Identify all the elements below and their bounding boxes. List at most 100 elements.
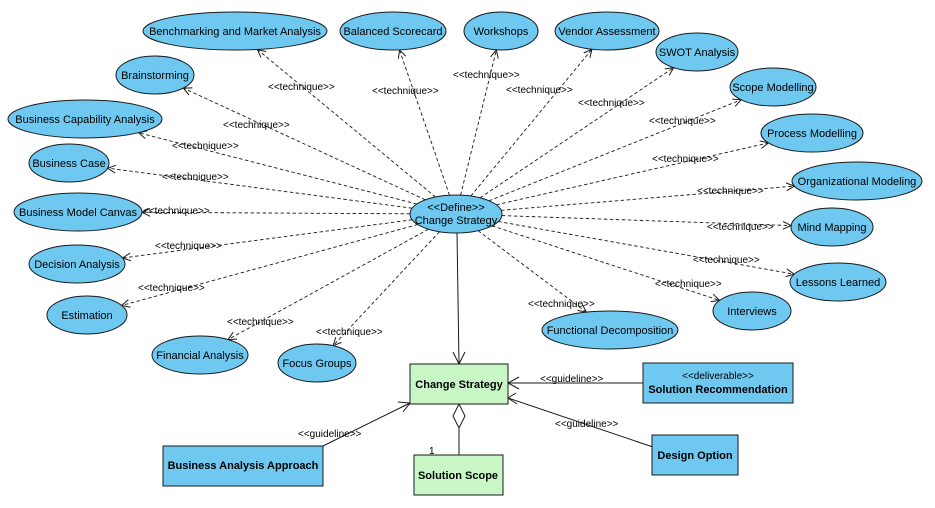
benchmarking-ellipse [142, 11, 328, 51]
technique-decision-analysis[interactable]: Decision Analysis [28, 244, 126, 284]
design-option-to-change-strategy-edge [507, 397, 654, 448]
process-modelling-technique-edge [496, 142, 769, 206]
decision-analysis-label: Decision Analysis [34, 259, 120, 271]
technique-benchmarking[interactable]: Benchmarking and Market Analysis [142, 11, 328, 51]
technique-brainstorming[interactable]: Brainstorming [115, 55, 195, 95]
technique-functional-decomposition[interactable]: Functional Decomposition [541, 310, 679, 350]
define-name: Change Strategy [415, 215, 498, 227]
solution-recommendation-box[interactable]: <<deliverable>> Solution Recommendation [642, 362, 794, 404]
change-strategy-box[interactable]: Change Strategy [409, 363, 509, 405]
financial-analysis-technique-edge [227, 228, 429, 340]
business-case-ellipse [28, 143, 110, 183]
technique-swot-analysis[interactable]: SWOT Analysis [655, 32, 739, 72]
estimation-label: Estimation [61, 310, 112, 322]
technique-financial-analysis[interactable]: Financial Analysis [151, 335, 249, 375]
balanced-scorecard-label: Balanced Scorecard [343, 26, 442, 38]
interviews-technique-edge [491, 225, 720, 301]
technique-lessons-learned[interactable]: Lessons Learned [789, 262, 887, 302]
focus-groups-label: Focus Groups [282, 358, 352, 370]
define-change-strategy-usecase[interactable]: <<Define>> Change Strategy [409, 194, 503, 234]
workshops-edge-label: <<technique>> [453, 70, 520, 81]
vendor-assessment-label: Vendor Assessment [558, 26, 655, 38]
technique-business-case[interactable]: Business Case [28, 143, 110, 183]
technique-focus-groups[interactable]: Focus Groups [277, 343, 357, 383]
business-case-technique-edge [107, 167, 413, 209]
mind-mapping-ellipse [790, 207, 874, 247]
business-case-label: Business Case [32, 158, 105, 170]
business-model-canvas-ellipse [13, 192, 143, 232]
business-capability-analysis-ellipse [7, 99, 163, 139]
swot-analysis-ellipse [655, 32, 739, 72]
interviews-label: Interviews [727, 306, 777, 318]
technique-workshops[interactable]: Workshops [463, 11, 539, 51]
scope-modelling-technique-edge [488, 99, 742, 202]
solution-scope-box[interactable]: Solution Scope [413, 454, 504, 496]
vendor-assessment-ellipse [554, 11, 660, 51]
business-model-canvas-edge-label: <<technique>> [143, 206, 210, 217]
technique-organizational-modeling[interactable]: Organizational Modeling [791, 161, 923, 201]
focus-groups-ellipse [277, 343, 357, 383]
business-analysis-approach-rect [162, 445, 324, 487]
decision-analysis-edge-label: <<technique>> [155, 241, 222, 252]
design-option-label: Design Option [657, 450, 732, 462]
estimation-technique-edge [121, 224, 418, 306]
organizational-modeling-ellipse [791, 161, 923, 201]
estimation-ellipse [46, 295, 128, 335]
design-option-rect [651, 434, 739, 476]
solution-recommendation-label: Solution Recommendation [648, 384, 788, 396]
technique-interviews[interactable]: Interviews [712, 291, 792, 331]
aggregation-diamond [452, 402, 466, 430]
functional-decomposition-technique-edge [477, 230, 587, 313]
technique-scope-modelling[interactable]: Scope Modelling [729, 67, 817, 107]
change-strategy-label: Change Strategy [415, 379, 503, 391]
business-analysis-approach-box[interactable]: Business Analysis Approach [162, 445, 324, 487]
design-option-box[interactable]: Design Option [651, 434, 739, 476]
technique-estimation[interactable]: Estimation [46, 295, 128, 335]
design-option-arrowhead [507, 392, 518, 405]
define-change-strategy-ellipse [409, 194, 503, 234]
technique-mind-mapping[interactable]: Mind Mapping [790, 207, 874, 247]
business-analysis-approach-label: Business Analysis Approach [168, 460, 319, 472]
organizational-modeling-edge-label: <<technique>> [697, 186, 764, 197]
financial-analysis-edge-label: <<technique>> [227, 317, 294, 328]
technique-vendor-assessment[interactable]: Vendor Assessment [554, 11, 660, 51]
business-capability-analysis-edge-label: <<technique>> [172, 141, 239, 152]
business-model-canvas-technique-edge [141, 211, 411, 215]
brainstorming-edge-label: <<technique>> [223, 120, 290, 131]
change-strategy-rect [409, 363, 509, 405]
solution-scope-multiplicity: 1 [429, 446, 435, 457]
artifact-edges [322, 232, 654, 455]
business-model-canvas-label: Business Model Canvas [19, 207, 138, 219]
functional-decomposition-ellipse [541, 310, 679, 350]
process-modelling-edge-label: <<technique>> [652, 154, 719, 165]
scope-modelling-arrowhead [732, 98, 743, 107]
solution-scope-label: Solution Scope [418, 470, 498, 482]
technique-business-capability-analysis[interactable]: Business Capability Analysis [7, 99, 163, 139]
process-modelling-label: Process Modelling [767, 128, 857, 140]
technique-balanced-scorecard[interactable]: Balanced Scorecard [339, 11, 447, 51]
interviews-ellipse [712, 291, 792, 331]
technique-ellipses: Benchmarking and Market Analysis Balanced… [7, 11, 923, 383]
financial-analysis-ellipse [151, 335, 249, 375]
solution-recommendation-stereotype: <<deliverable>> [682, 371, 754, 382]
workshops-ellipse [463, 11, 539, 51]
mind-mapping-edge-label: <<technique>> [707, 222, 774, 233]
solution-recommendation-rect [642, 362, 794, 404]
swot-analysis-edge-label: <<technique>> [578, 98, 645, 109]
brainstorming-label: Brainstorming [121, 70, 189, 82]
technique-process-modelling[interactable]: Process Modelling [760, 113, 864, 153]
interviews-edge-label: <<technique>> [655, 279, 722, 290]
balanced-scorecard-technique-edge [399, 49, 450, 196]
vendor-assessment-technique-edge [470, 48, 593, 197]
focus-groups-edge-label: <<technique>> [316, 327, 383, 338]
workshops-label: Workshops [474, 26, 529, 38]
define-stereotype: <<Define>> [427, 202, 485, 214]
workshops-arrowhead [490, 48, 499, 59]
business-capability-analysis-label: Business Capability Analysis [15, 114, 155, 126]
organizational-modeling-label: Organizational Modeling [798, 176, 917, 188]
scope-modelling-ellipse [729, 67, 817, 107]
technique-business-model-canvas[interactable]: Business Model Canvas [13, 192, 143, 232]
lessons-learned-technique-edge [498, 221, 795, 275]
approach-guideline-label: <<guideline>> [298, 429, 362, 440]
